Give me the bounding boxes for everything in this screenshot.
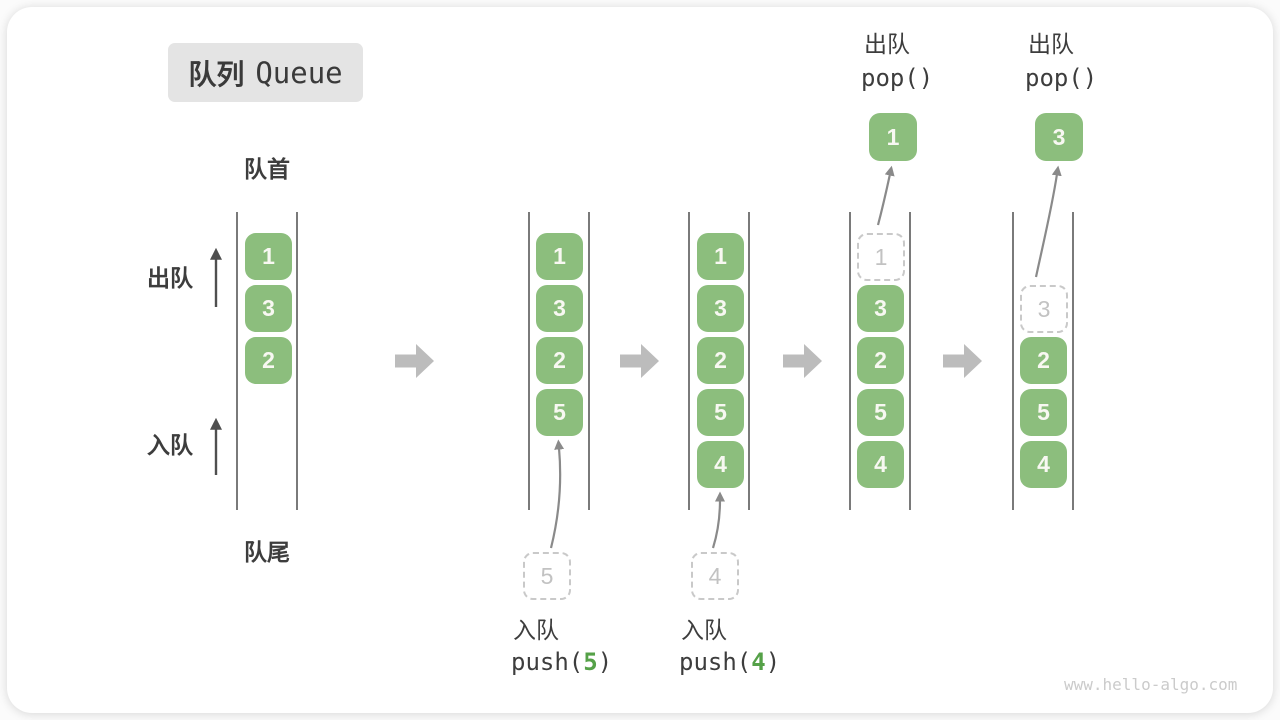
watermark: www.hello-algo.com <box>1064 675 1238 694</box>
queue-cell: 4 <box>857 441 904 488</box>
enqueue-side-label: 入队 <box>147 432 193 458</box>
code-close: ) <box>597 648 613 676</box>
code-fn: push( <box>679 648 752 676</box>
title-zh: 队列 <box>188 58 245 90</box>
code-arg: 4 <box>751 648 766 676</box>
queue-cell: 5 <box>536 389 583 436</box>
queue-cell: 1 <box>536 233 583 280</box>
push-5-code: push(5) <box>511 648 612 677</box>
queue-cell: 2 <box>1020 337 1067 384</box>
dequeue-op-label: 出队 <box>864 31 910 57</box>
code-arg: 5 <box>583 648 598 676</box>
popped-cell: 3 <box>1035 113 1083 161</box>
staging-ghost-cell: 5 <box>523 552 571 600</box>
queue-cell: 2 <box>697 337 744 384</box>
pop-code: pop() <box>861 64 934 92</box>
enqueue-op-label: 入队 <box>513 617 559 643</box>
queue-rear-label: 队尾 <box>244 539 290 565</box>
code-close: ) <box>765 648 781 676</box>
staging-ghost-cell: 4 <box>691 552 739 600</box>
popped-cell: 1 <box>869 113 917 161</box>
queue-cell: 5 <box>697 389 744 436</box>
queue-cell: 3 <box>536 285 583 332</box>
dequeue-side-label: 出队 <box>147 265 193 291</box>
queue-cell: 2 <box>857 337 904 384</box>
title-en: Queue <box>255 55 343 90</box>
code-fn: push( <box>511 648 584 676</box>
queue-cell: 4 <box>1020 441 1067 488</box>
dequeue-op-label: 出队 <box>1028 31 1074 57</box>
enqueue-op-label: 入队 <box>681 617 727 643</box>
dequeued-ghost-cell: 1 <box>857 233 905 281</box>
queue-cell: 5 <box>1020 389 1067 436</box>
dequeued-ghost-cell: 3 <box>1020 285 1068 333</box>
push-4-code: push(4) <box>679 648 780 677</box>
queue-cell: 4 <box>697 441 744 488</box>
title-chip: 队列 Queue <box>168 43 363 102</box>
queue-front-label: 队首 <box>244 156 290 182</box>
queue-cell: 3 <box>857 285 904 332</box>
diagram-card <box>7 7 1273 713</box>
queue-cell: 2 <box>536 337 583 384</box>
queue-cell: 3 <box>245 285 292 332</box>
queue-cell: 1 <box>697 233 744 280</box>
queue-cell: 3 <box>697 285 744 332</box>
pop-code: pop() <box>1025 64 1098 92</box>
queue-cell: 2 <box>245 337 292 384</box>
queue-cell: 5 <box>857 389 904 436</box>
queue-cell: 1 <box>245 233 292 280</box>
